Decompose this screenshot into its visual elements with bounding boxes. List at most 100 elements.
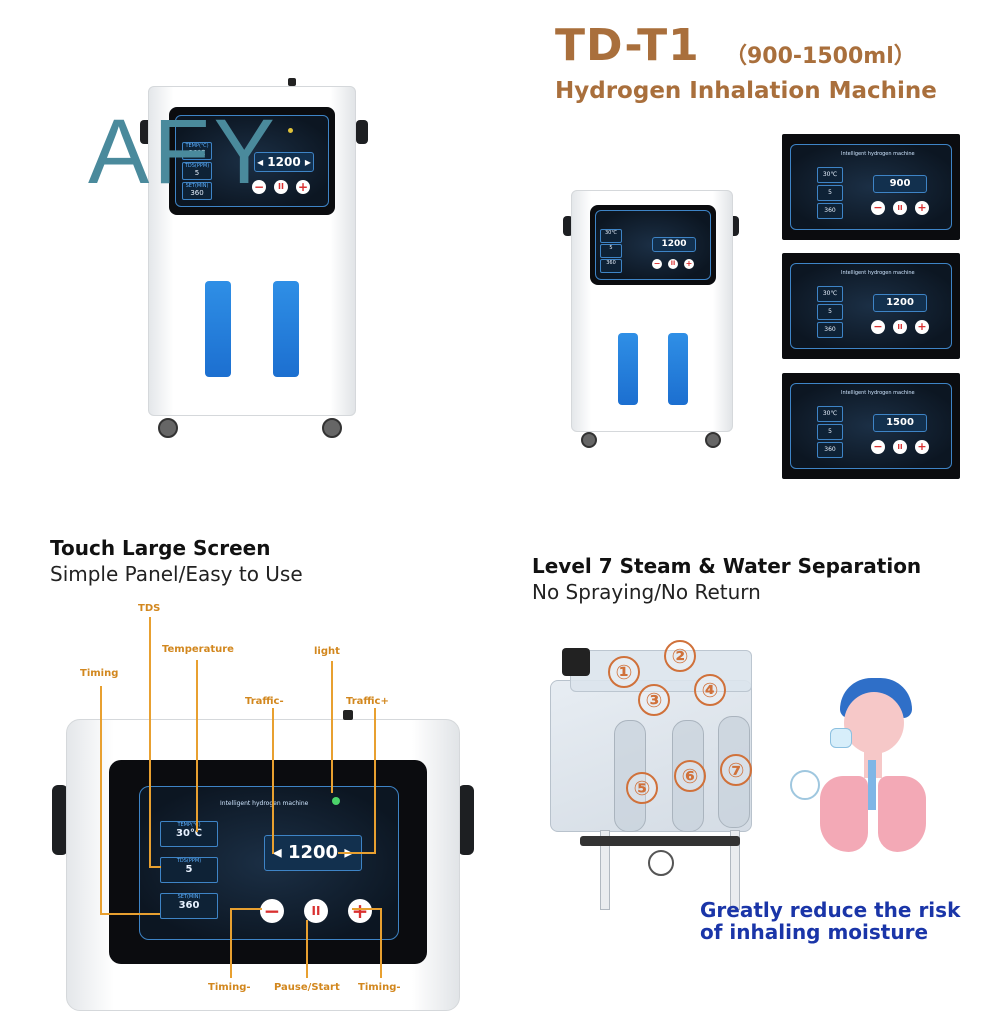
plus-button[interactable]: +: [684, 259, 694, 269]
product-subtitle: Hydrogen Inhalation Machine: [555, 78, 937, 104]
tds-label: TDS(PPM): [184, 163, 210, 169]
screen-app-title: Intelligent hydrogen machine: [841, 151, 915, 157]
temp-value: 30℃: [188, 149, 206, 157]
flow-value: 1200: [287, 842, 339, 863]
callout-line-timing-minus-right-h: [352, 908, 382, 910]
plus-button[interactable]: +: [348, 899, 372, 923]
set-cell: 360: [817, 442, 843, 458]
bubbles-icon: [790, 770, 820, 800]
pause-button[interactable]: II: [274, 180, 288, 194]
temp-cell: 30℃: [600, 229, 622, 243]
pause-button[interactable]: II: [304, 899, 328, 923]
stage-2: ②: [664, 640, 696, 672]
handle-right: [356, 120, 368, 144]
callout-light: light: [314, 646, 340, 657]
pipe-fittings: [580, 836, 740, 846]
wheel-right: [322, 418, 342, 438]
product-model: TD-T1: [555, 20, 700, 71]
screen-frame: TEMP(℃) 30℃ TDS(PPM) 5 SET(MIN) 360 ◂ 12…: [169, 107, 335, 215]
callout-tds: TDS: [138, 603, 161, 614]
stage-4: ④: [694, 674, 726, 706]
screen-thumb-900: Intelligent hydrogen machine 30℃ 5 360 9…: [782, 134, 960, 240]
machine-small: 30℃ 5 360 1200 − II +: [563, 186, 741, 448]
side-panel-right: [668, 333, 688, 405]
callout-traffic-plus: Traffic+: [346, 696, 389, 707]
screen-app-title: Intelligent hydrogen machine: [841, 390, 915, 396]
power-knob: [288, 78, 296, 86]
callout-pause-start: Pause/Start: [274, 982, 340, 993]
minus-button[interactable]: −: [652, 259, 662, 269]
tds-cell: TDS(PPM) 5: [182, 162, 212, 180]
set-label: SET(MIN): [185, 183, 209, 189]
temp-cell: 30℃: [817, 167, 843, 183]
screen-thumb-1500: Intelligent hydrogen machine 30℃ 5 360 1…: [782, 373, 960, 479]
indicator-light: [288, 128, 293, 133]
plus-button[interactable]: +: [915, 320, 929, 334]
machine-body: 30℃ 5 360 1200 − II +: [571, 190, 733, 432]
flow-display: ◂ 1200 ▸: [254, 152, 314, 172]
screen-app-title: Intelligent hydrogen machine: [841, 270, 915, 276]
set-cell: 360: [817, 203, 843, 219]
set-cell: 360: [600, 259, 622, 273]
callout-line-traffic-plus: [374, 708, 376, 854]
touch-screen[interactable]: Intelligent hydrogen machine TEMP(℃) 30℃…: [139, 786, 399, 940]
pause-button[interactable]: II: [893, 201, 907, 215]
touch-screen[interactable]: Intelligent hydrogen machine 30℃ 5 360 9…: [790, 144, 952, 230]
tds-cell: 5: [817, 185, 843, 201]
machine-body: Intelligent hydrogen machine TEMP(℃) 30℃…: [66, 710, 460, 1011]
panel-closeup: Intelligent hydrogen machine TEMP(℃) 30℃…: [52, 705, 482, 1011]
machine-large: TEMP(℃) 30℃ TDS(PPM) 5 SET(MIN) 360 ◂ 12…: [140, 78, 370, 440]
callout-timing: Timing: [80, 668, 119, 679]
minus-button[interactable]: −: [871, 320, 885, 334]
minus-button[interactable]: −: [871, 440, 885, 454]
callout-line-tds: [149, 617, 151, 867]
pause-button[interactable]: II: [893, 440, 907, 454]
tds-cell: 5: [817, 304, 843, 320]
handle-left: [563, 216, 573, 236]
plus-button[interactable]: +: [915, 440, 929, 454]
temp-cell: TEMP(℃) 30℃: [182, 142, 212, 160]
set-cell: 360: [817, 322, 843, 338]
power-knob: [343, 710, 353, 720]
frame-leg-right: [730, 830, 740, 910]
touch-screen[interactable]: Intelligent hydrogen machine 30℃ 5 360 1…: [790, 263, 952, 349]
callout-timing-minus-right: Timing-: [358, 982, 401, 993]
handle-left: [52, 785, 68, 855]
person-lungs-illustration: [782, 672, 982, 862]
minus-button[interactable]: −: [871, 201, 885, 215]
lung-right-icon: [878, 776, 926, 852]
flow-display: 1500: [873, 414, 927, 432]
stage-5: ⑤: [626, 772, 658, 804]
temp-label: TEMP(℃): [177, 822, 201, 828]
flow-value: 1200: [267, 155, 301, 169]
handle-right: [729, 216, 739, 236]
touch-screen[interactable]: Intelligent hydrogen machine 30℃ 5 360 1…: [790, 383, 952, 469]
flow-display: 900: [873, 175, 927, 193]
mask-icon: [830, 728, 852, 748]
temp-cell: 30℃: [817, 406, 843, 422]
minus-button[interactable]: −: [260, 899, 284, 923]
minus-button[interactable]: −: [252, 180, 266, 194]
callout-line-timing-minus-left: [230, 908, 232, 978]
touch-screen[interactable]: TEMP(℃) 30℃ TDS(PPM) 5 SET(MIN) 360 ◂ 12…: [175, 115, 329, 207]
watermark: AFY: [88, 101, 279, 203]
plus-button[interactable]: +: [915, 201, 929, 215]
callout-line-traffic-plus-h: [338, 852, 376, 854]
pause-button[interactable]: II: [893, 320, 907, 334]
chevron-left-icon[interactable]: ◂: [272, 842, 282, 863]
plus-button[interactable]: +: [296, 180, 310, 194]
trachea-icon: [868, 760, 876, 810]
side-panel-left: [618, 333, 638, 405]
set-cell: SET(MIN) 360: [182, 182, 212, 200]
set-label: SET(MIN): [177, 894, 201, 900]
section-right-title: Level 7 Steam & Water Separation: [532, 554, 922, 578]
touch-screen[interactable]: 30℃ 5 360 1200 − II +: [595, 210, 711, 280]
section-left-title: Touch Large Screen: [50, 536, 271, 560]
callout-traffic-minus: Traffic-: [245, 696, 284, 707]
callout-line-pause: [306, 920, 308, 978]
face-icon: [844, 692, 904, 754]
pause-button[interactable]: II: [668, 259, 678, 269]
handle-right: [458, 785, 474, 855]
stage-6: ⑥: [674, 760, 706, 792]
stage-7: ⑦: [720, 754, 752, 786]
